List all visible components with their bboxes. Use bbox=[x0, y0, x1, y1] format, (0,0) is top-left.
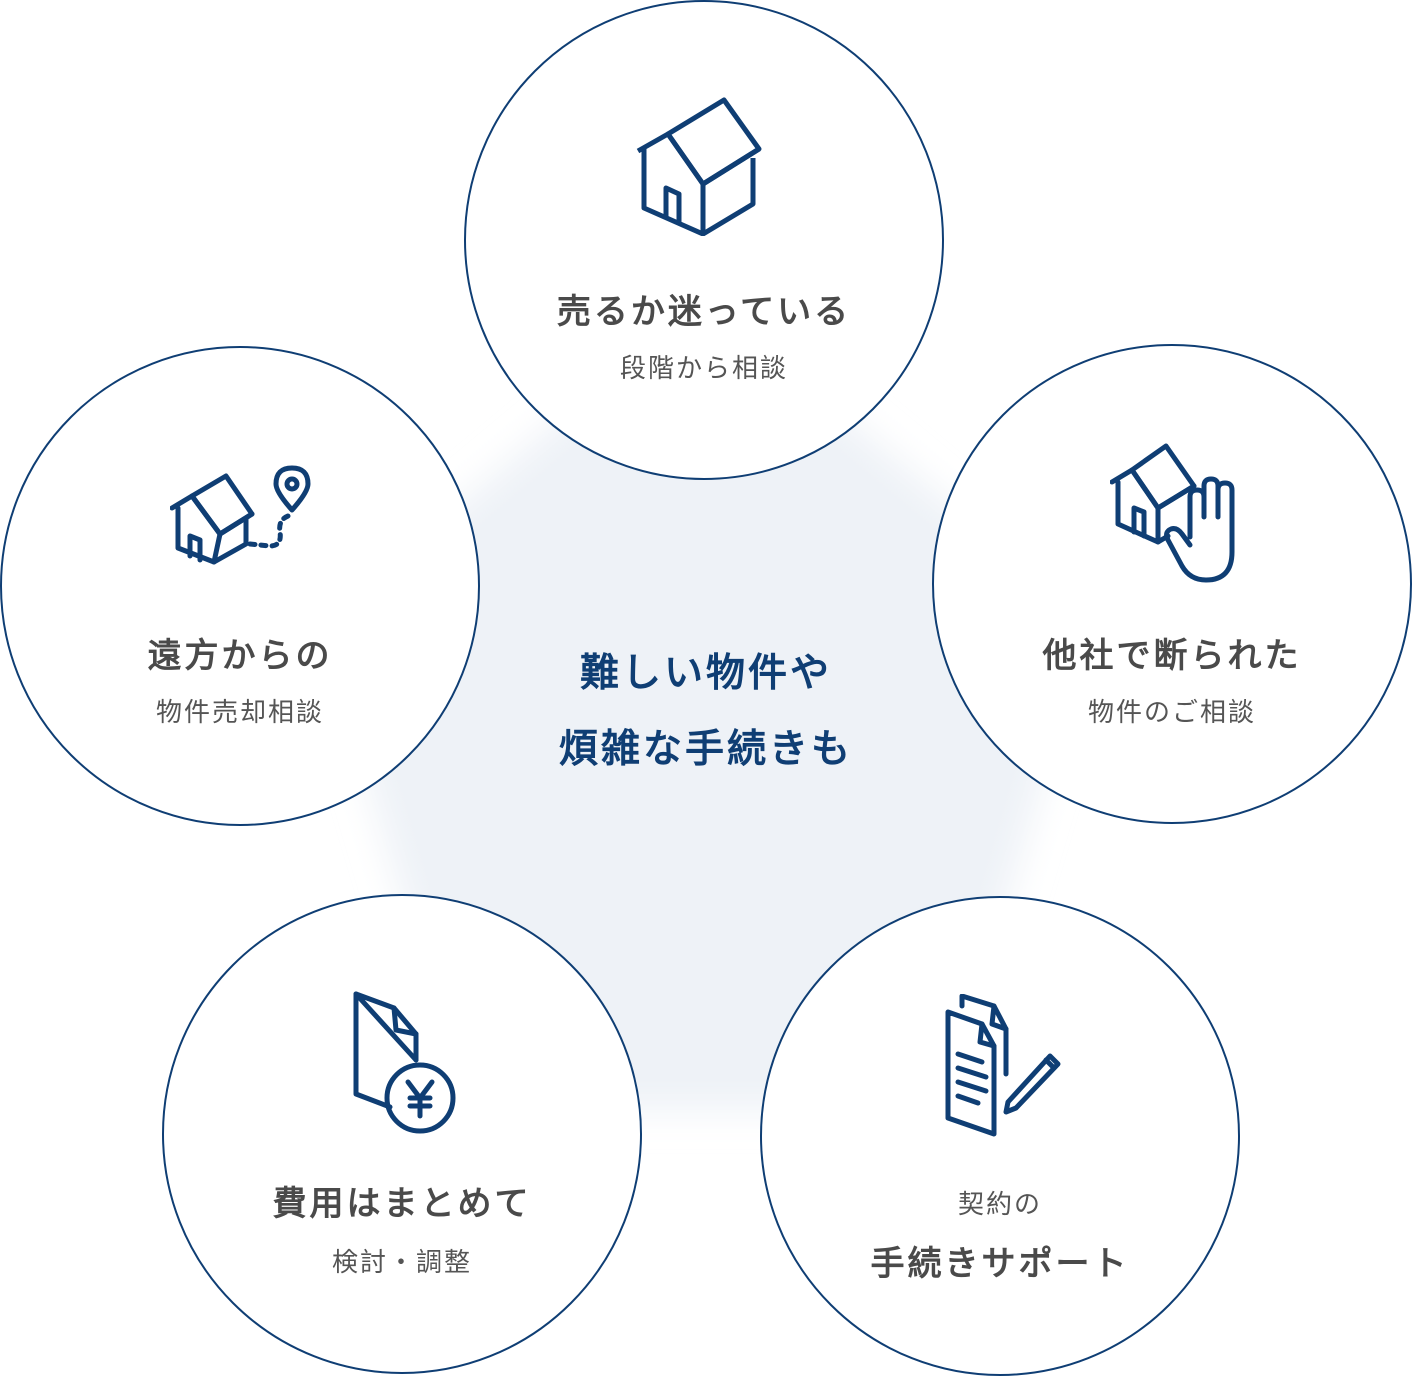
item-title: 遠方からの bbox=[147, 636, 333, 676]
center-heading: 難しい物件や 煩雑な手続きも bbox=[456, 636, 956, 788]
item-title: 費用はまとめて bbox=[272, 1184, 532, 1224]
center-heading-line1: 難しい物件や bbox=[579, 651, 832, 696]
yen-document-icon bbox=[350, 990, 460, 1140]
item-circle-top: 売るか迷っている 段階から相談 bbox=[464, 0, 944, 480]
contract-pen-icon bbox=[942, 994, 1062, 1139]
item-subtitle: 段階から相談 bbox=[619, 354, 788, 384]
house-icon bbox=[636, 96, 766, 236]
item-title: 他社で断られた bbox=[1042, 636, 1302, 676]
item-circle-bottom-right: 契約の 手続きサポート bbox=[760, 896, 1240, 1376]
house-hand-icon bbox=[1110, 442, 1240, 587]
item-title: 手続きサポート bbox=[870, 1244, 1130, 1284]
item-circle-right: 他社で断られた 物件のご相談 bbox=[932, 344, 1412, 824]
item-circle-bottom-left: 費用はまとめて 検討・調整 bbox=[162, 894, 642, 1374]
item-subtitle: 検討・調整 bbox=[331, 1248, 472, 1278]
house-location-icon bbox=[170, 464, 320, 574]
item-subtitle: 物件のご相談 bbox=[1087, 698, 1256, 728]
item-subtitle: 契約の bbox=[957, 1190, 1042, 1220]
item-subtitle: 物件売却相談 bbox=[155, 698, 324, 728]
center-heading-line2: 煩雑な手続きも bbox=[558, 727, 853, 772]
item-title: 売るか迷っている bbox=[556, 292, 852, 332]
item-circle-left: 遠方からの 物件売却相談 bbox=[0, 346, 480, 826]
